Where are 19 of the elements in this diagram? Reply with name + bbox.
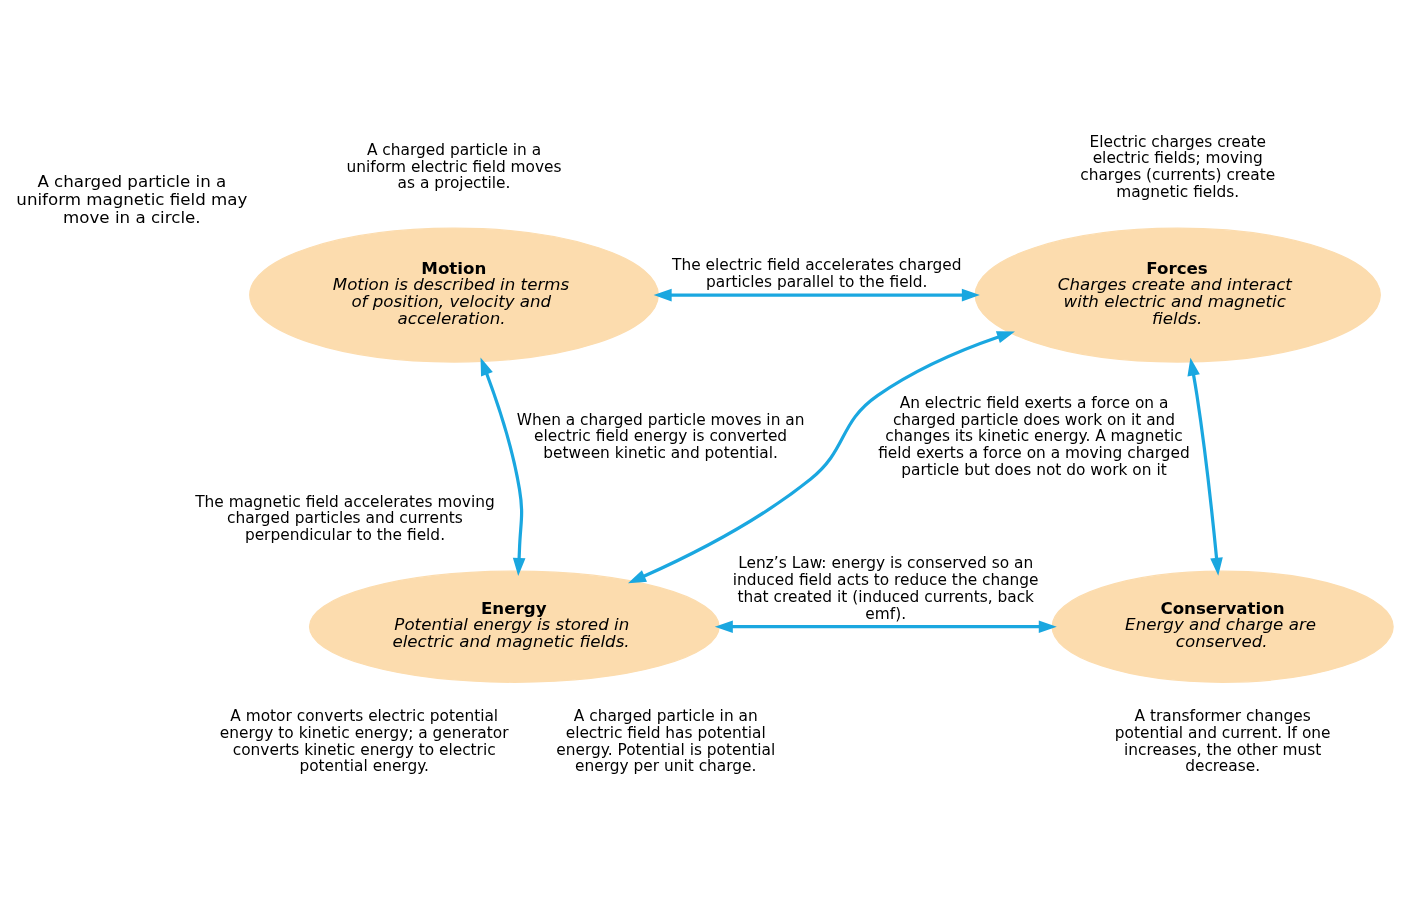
node-label: Electric charges create electric fields; moving charges (currents) create magnetic fields. [1080, 132, 1276, 201]
edge-label: The electric field accelerates charged particles parallel to the field. [672, 256, 962, 291]
node-label: A charged particle in an electric field has potential energy. Potential is potential energy per unit charge. [556, 707, 776, 776]
node-ellipse: Motion Motion is described in terms of position, velocity and acceleration. [249, 227, 659, 363]
edge-label: Lenz’s Law: energy is conserved so an induced field acts to reduce the change that created it (induced currents, back emf). [732, 554, 1039, 623]
node-label: A charged particle in a uniform electric field moves as a projectile. [346, 140, 562, 193]
arrow [627, 331, 1015, 584]
label: The magnetic field accelerates moving charged particles and currents perpendicular to the field. [195, 492, 495, 545]
node-ellipse: Conservation Energy and charge are conserved. [1051, 570, 1394, 683]
node-label: A charged particle in a uniform magnetic field may move in a circle. [16, 172, 248, 228]
node-ellipse: Forces Charges create and interact with electric and magnetic fields. [974, 227, 1381, 363]
arrow [653, 288, 980, 302]
arrow [714, 620, 1057, 634]
edge-label: When a charged particle moves in an electric field energy is converted between kinetic and potential. [516, 410, 805, 462]
label: A motor converts electric potential energy to kinetic energy; a generator converts kinetic energy to electric potential energy. [219, 707, 509, 776]
edge-label: An electric field exerts a force on a charged particle does work on it and changes its kinetic energy. A magnetic field exerts a force on a moving charged particle but does not do work on it [878, 393, 1190, 479]
arrow [1187, 357, 1223, 576]
arrow [480, 357, 526, 576]
node-label: A transformer changes potential and current. If one increases, the other must decrease. [1114, 707, 1331, 776]
